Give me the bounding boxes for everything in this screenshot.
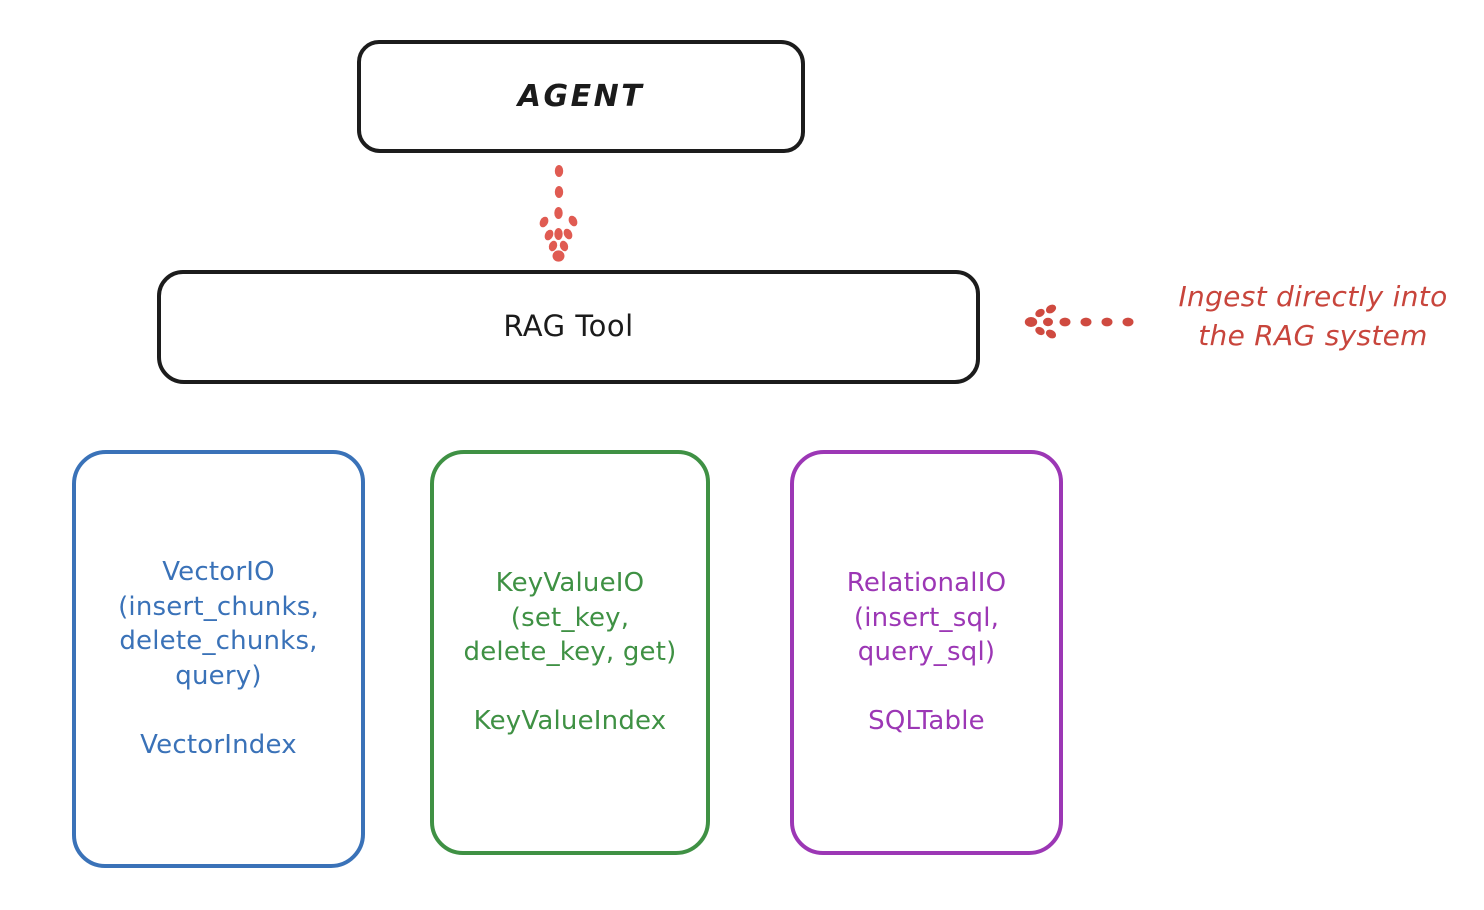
relational-io-node[interactable]: RelationalIO (insert_sql, query_sql) SQL… [790, 450, 1063, 855]
key-value-io-node[interactable]: KeyValueIO (set_key, delete_key, get) Ke… [430, 450, 710, 855]
vector-io-node-label: VectorIO (insert_chunks, delete_chunks, … [118, 557, 319, 761]
key-value-io-node-label: KeyValueIO (set_key, delete_key, get) Ke… [463, 568, 677, 737]
rag-tool-node[interactable]: RAG Tool [157, 270, 980, 384]
rag-tool-node-label: RAG Tool [503, 309, 634, 344]
ingest-annotation-text: Ingest directly into the RAG system [1178, 280, 1448, 352]
agent-node-label: AGENT [517, 79, 645, 114]
connector-agent-to-rag-tool [539, 165, 578, 262]
connector-ingest-to-rag-tool [1024, 304, 1134, 339]
agent-node[interactable]: AGENT [357, 40, 805, 153]
vector-io-node[interactable]: VectorIO (insert_chunks, delete_chunks, … [72, 450, 365, 868]
relational-io-node-label: RelationalIO (insert_sql, query_sql) SQL… [846, 568, 1007, 737]
